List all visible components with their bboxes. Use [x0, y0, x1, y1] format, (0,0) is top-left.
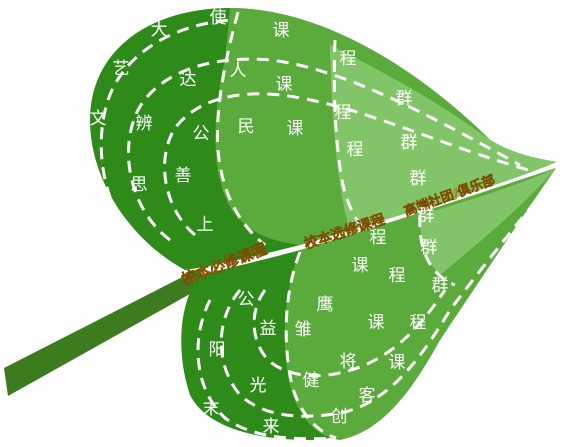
leaf-char: 艺 [113, 59, 130, 79]
leaf-char: 鹰 [317, 295, 334, 315]
leaf-char: 群 [410, 169, 427, 189]
leaf-char: 大 [151, 20, 168, 40]
leaf-char: 程 [347, 140, 364, 160]
leaf-char: 公 [193, 124, 210, 144]
leaf-char: 辨 [136, 114, 153, 134]
upper-leaf-light-area [330, 45, 556, 230]
leaf-char: 雏 [295, 320, 312, 340]
leaf-char: 将 [340, 352, 357, 372]
leaf-char: 末 [203, 399, 220, 419]
leaf-char: 群 [418, 206, 435, 226]
leaf-char: 程 [335, 103, 352, 123]
leaf-char: 课 [368, 313, 385, 333]
lower-leaf [181, 168, 557, 441]
leaf-char: 群 [432, 276, 449, 296]
leaf-char: 课 [389, 353, 406, 373]
leaf-char: 课 [352, 256, 369, 276]
leaf-char: 创 [331, 407, 348, 427]
leaf-char: 群 [401, 133, 418, 153]
leaf-char: 程 [389, 266, 406, 286]
leaf-char: 上 [197, 215, 214, 235]
leaf-char: 使 [210, 7, 227, 28]
leaf-char: 思 [131, 175, 148, 195]
leaf-char: 程 [410, 313, 427, 333]
leaf-char: 课 [276, 75, 293, 95]
leaf-char: 文 [90, 109, 107, 129]
leaf-char: 程 [370, 228, 387, 248]
leaf-char: 善 [175, 166, 192, 186]
leaf-char: 人 [230, 61, 247, 81]
leaf-char: 阳 [209, 340, 226, 360]
leaf-char: 达 [180, 70, 197, 90]
leaf-char: 公 [238, 290, 255, 310]
leaf-char: 课 [273, 21, 290, 41]
leaf-char: 民 [238, 117, 255, 137]
leaf-char: 群 [396, 89, 413, 109]
upper-leaf [90, 8, 556, 270]
leaf-char: 课 [287, 119, 304, 139]
leaf-char: 程 [340, 49, 357, 69]
lower-leaf-light-area [420, 168, 556, 275]
leaf-char: 来 [263, 417, 280, 437]
leaf-stem [4, 268, 206, 396]
leaf-char: 客 [359, 386, 376, 406]
lower-leaf-mid-area [284, 168, 556, 440]
leaf-char: 健 [303, 371, 320, 391]
leaf-char: 光 [250, 376, 267, 396]
leaf-char: 群 [421, 238, 438, 258]
leaf-char: 益 [260, 319, 277, 339]
